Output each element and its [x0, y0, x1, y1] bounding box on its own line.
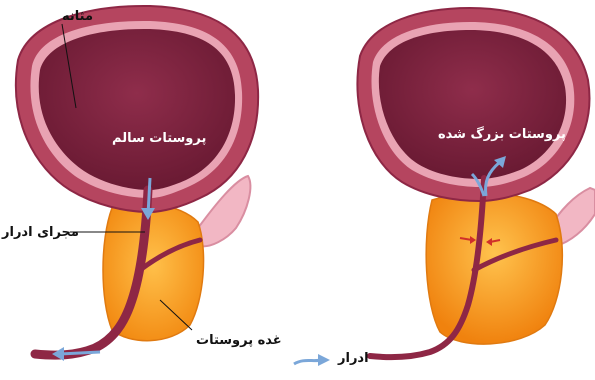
right-prostate-gland — [426, 193, 562, 344]
urethra-label: مجرای ادرار — [2, 226, 79, 239]
bladder-label: مثانه — [62, 10, 93, 23]
prostate-gland-label: غده پروستات — [196, 334, 282, 347]
urine-legend-arrowhead — [318, 354, 330, 366]
healthy-prostate-illustration — [16, 6, 258, 361]
left-urine-arrow-exit — [60, 352, 100, 354]
healthy-prostate-label: پروستات سالم — [112, 132, 206, 145]
urine-legend-arrow — [294, 360, 322, 364]
enlarged-prostate-illustration — [357, 8, 595, 357]
urine-legend-label: ادرار — [338, 352, 369, 365]
left-prostate-gland — [103, 203, 204, 341]
enlarged-prostate-label: پروستات بزرگ شده — [438, 128, 566, 141]
